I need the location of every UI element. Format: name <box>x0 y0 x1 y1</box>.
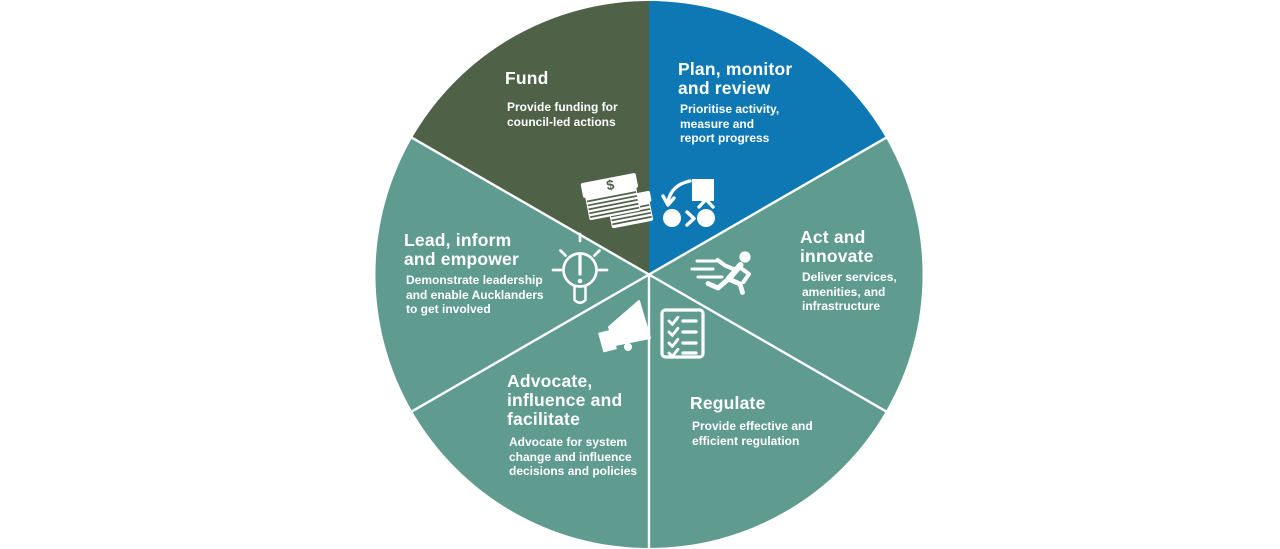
segment-divider <box>411 136 650 276</box>
flowchart-icon <box>661 179 715 227</box>
segment-divider <box>411 273 650 413</box>
wheel-segments <box>375 0 923 548</box>
segment-advocate-influence-facilitate <box>412 274 649 548</box>
checklist-icon <box>660 308 705 359</box>
segment-lead-inform-empower <box>375 137 649 412</box>
lightbulb-icon <box>551 232 609 304</box>
segment-plan-monitor-review <box>649 0 886 275</box>
segment-divider <box>648 273 887 413</box>
segment-act-innovate <box>649 137 923 412</box>
segment-dividers <box>411 136 887 548</box>
megaphone-icon <box>598 300 651 353</box>
segment-divider <box>648 136 887 276</box>
dollar-sign: $ <box>605 176 616 193</box>
money-stack-icon: $ <box>580 173 654 229</box>
runner-icon <box>690 251 751 295</box>
segment-regulate <box>649 274 886 548</box>
